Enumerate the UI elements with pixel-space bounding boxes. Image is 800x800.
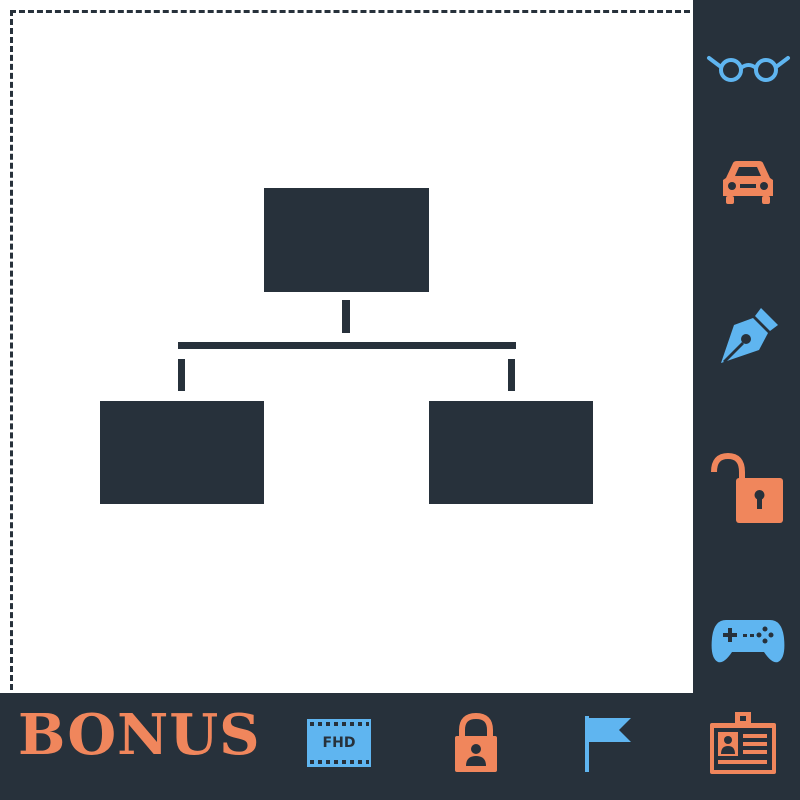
id-badge-icon: [710, 712, 776, 774]
dashed-border-top: [10, 10, 690, 13]
hierarchy-top-box: [264, 188, 429, 292]
dashed-border-left: [10, 10, 13, 690]
bonus-label: BONUS: [18, 702, 261, 768]
hierarchy-horizontal-line: [178, 342, 516, 349]
fhd-label: FHD: [322, 735, 356, 751]
hierarchy-right-connector: [508, 359, 515, 391]
hierarchy-left-connector: [178, 359, 185, 391]
fhd-film-icon: [307, 719, 371, 767]
hierarchy-top-connector: [342, 300, 350, 333]
gamepad-icon: [711, 620, 785, 663]
hierarchy-right-box: [429, 401, 593, 504]
hierarchy-left-box: [100, 401, 264, 504]
unlocked-padlock-icon: [711, 452, 783, 523]
user-lock-icon: [455, 712, 497, 772]
glasses-icon: [707, 56, 790, 82]
flag-icon: [585, 716, 631, 772]
hierarchy-icon: [100, 188, 593, 504]
pen-nib-icon: [721, 308, 778, 363]
car-icon: [723, 161, 773, 204]
